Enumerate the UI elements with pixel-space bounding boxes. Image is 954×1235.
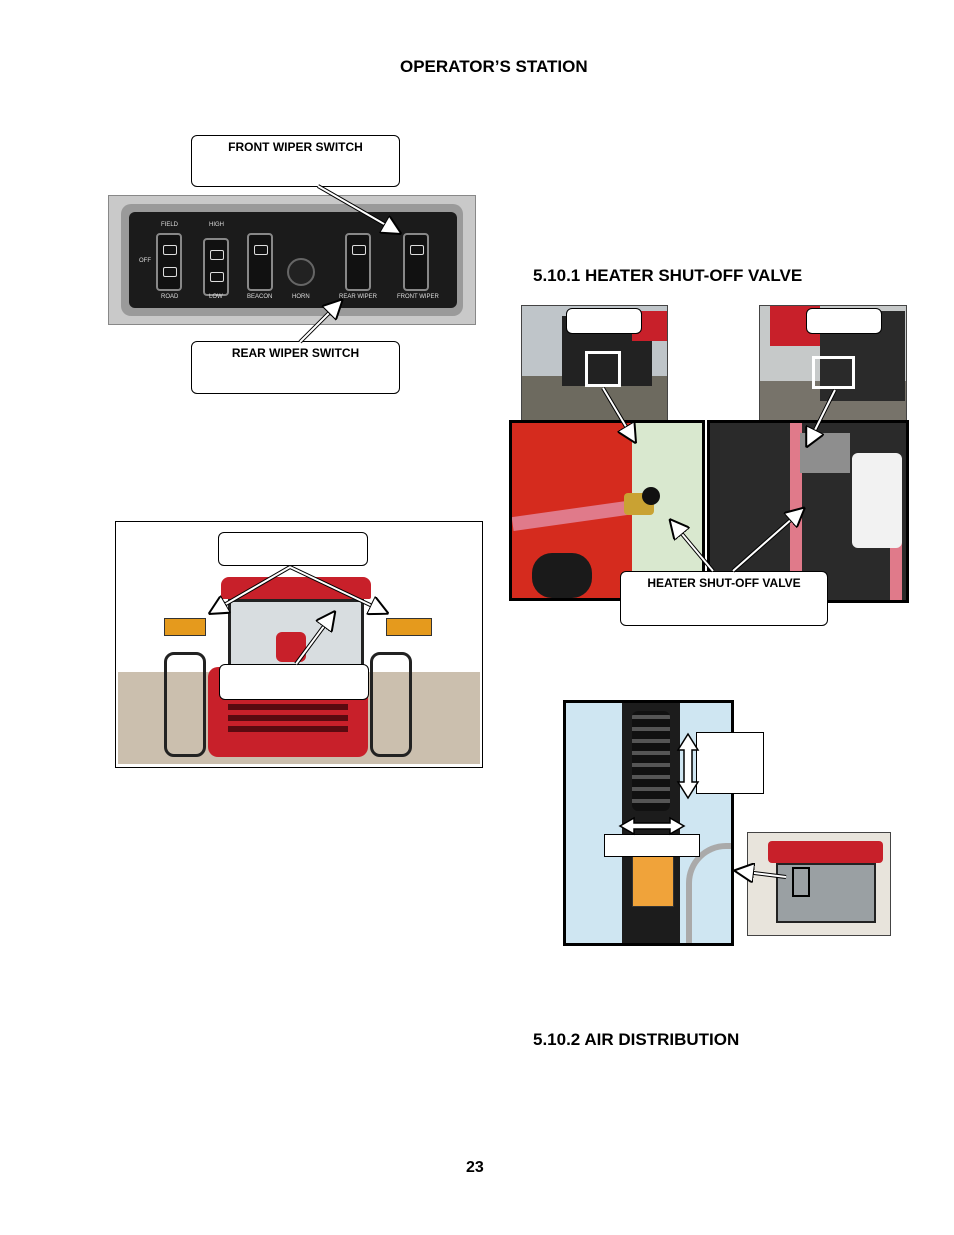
vent-direction-arrows (618, 732, 700, 836)
heater-left-highlight-box (585, 351, 621, 387)
heater-left-small-callout (566, 308, 642, 334)
fuel-filter (852, 453, 902, 548)
heater-engine-left-photo (509, 420, 705, 601)
front-wiper-callout: FRONT WIPER SWITCH (191, 135, 400, 187)
tractor-front-figure (115, 521, 483, 768)
air-section-heading: 5.10.2 AIR DISTRIBUTION (533, 1030, 740, 1049)
air-vent-louvers (632, 711, 670, 811)
vent-horizontal-callout (604, 834, 700, 857)
page-title: OPERATOR’S STATION (400, 57, 588, 76)
heater-right-highlight-box (812, 356, 855, 389)
label-high: HIGH (209, 222, 224, 228)
field-road-switch (156, 233, 182, 291)
label-rear-wiper: REAR WIPER (339, 294, 378, 300)
label-front-wiper: FRONT WIPER (397, 294, 439, 300)
heater-right-small-callout (806, 308, 882, 334)
horn-button (287, 258, 315, 286)
air-cab-highlight-box (792, 867, 810, 897)
label-beacon: BEACON (247, 294, 273, 300)
vent-vertical-callout (696, 732, 764, 794)
heater-section-heading: 5.10.1 HEATER SHUT-OFF VALVE (533, 266, 803, 285)
right-mirror-light (386, 618, 432, 636)
label-horn: HORN (292, 294, 310, 300)
heater-shutoff-callout: HEATER SHUT-OFF VALVE (620, 571, 828, 626)
front-wiper-switch (403, 233, 429, 291)
high-low-switch (203, 238, 229, 296)
rear-wiper-callout: REAR WIPER SWITCH (191, 341, 400, 394)
rear-wiper-switch (345, 233, 371, 291)
label-field: FIELD (161, 222, 179, 228)
label-off: OFF (139, 258, 151, 264)
beacon-switch (247, 233, 273, 291)
air-cab-photo (747, 832, 891, 936)
label-road: ROAD (161, 294, 179, 300)
tractor-lower-callout (219, 664, 369, 700)
page-number: 23 (466, 1159, 484, 1176)
cab-roof (221, 577, 371, 599)
left-mirror-light (164, 618, 206, 636)
tractor-top-callout (218, 532, 368, 566)
label-low: LOW (209, 294, 223, 300)
